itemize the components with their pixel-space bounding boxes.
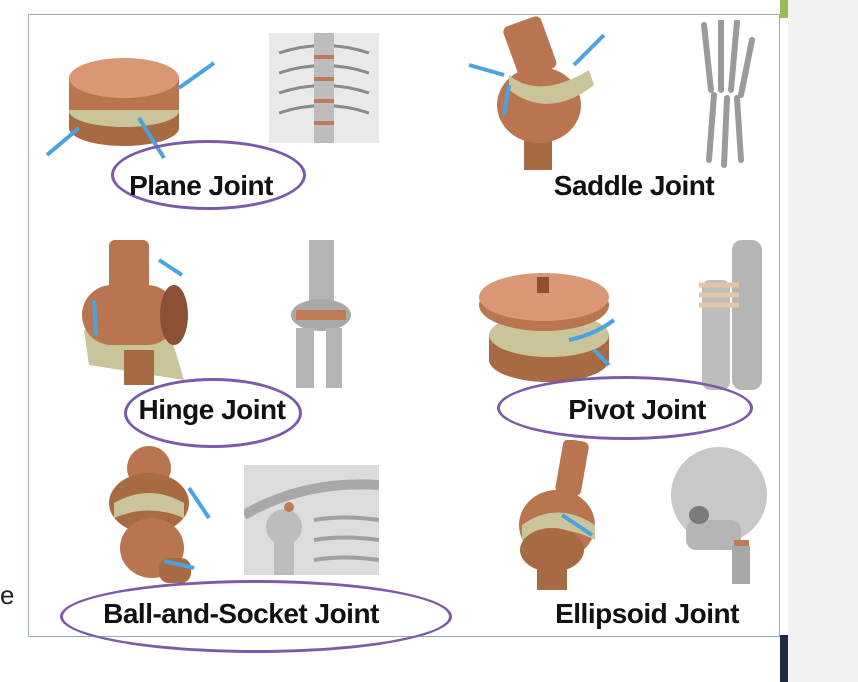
hinge-joint-illustration (82, 240, 188, 385)
hand-illustration (701, 20, 755, 168)
synovial-joints-figure: Plane Joint Saddle Joint Hinge Joint (28, 14, 780, 653)
plane-joint-label: Plane Joint (129, 170, 273, 201)
pivot-joint-label: Pivot Joint (568, 394, 706, 425)
saddle-joint-label: Saddle Joint (553, 170, 715, 201)
slide-corner-bar (780, 635, 788, 682)
ellipsoid-joint-illustration (519, 440, 595, 590)
shoulder-illustration (244, 465, 379, 575)
hinge-joint-label: Hinge Joint (138, 394, 286, 425)
skull-illustration (671, 447, 767, 584)
ball-and-socket-highlight (60, 580, 452, 653)
stray-text: e (0, 580, 15, 610)
plane-joint-highlight (111, 140, 306, 210)
side-panel (788, 0, 858, 682)
pivot-joint-highlight (497, 376, 753, 440)
radius-ulna-illustration (699, 240, 762, 390)
ellipsoid-joint-label: Ellipsoid Joint (555, 598, 739, 629)
ball-and-socket-illustration (109, 446, 211, 583)
pivot-joint-illustration (479, 273, 616, 382)
saddle-joint-illustration (468, 16, 606, 170)
elbow-illustration (291, 240, 351, 388)
hinge-joint-highlight (124, 378, 302, 448)
ball-and-socket-label: Ball-and-Socket Joint (103, 598, 379, 629)
slide-accent-bar (780, 0, 788, 18)
spine-illustration (269, 33, 379, 143)
